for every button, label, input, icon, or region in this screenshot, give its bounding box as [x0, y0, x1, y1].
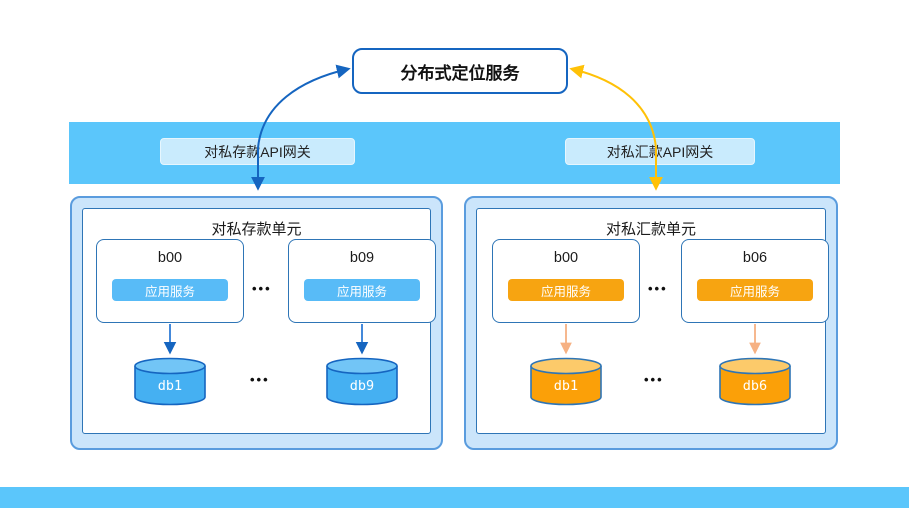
node-name: b00: [157, 250, 183, 266]
app-service-pill: 应用服务: [112, 279, 228, 301]
db-ellipsis: •••: [644, 372, 664, 387]
db-ellipsis: •••: [250, 372, 270, 387]
distributed-locator-service-box: 分布式定位服务: [352, 48, 568, 94]
deposit-unit-container: 对私存款单元: [70, 196, 443, 450]
node-name: b06: [742, 250, 768, 266]
remit-api-gateway-label: 对私汇款API网关: [565, 138, 755, 165]
deposit-node-b00: b00 应用服务: [96, 239, 244, 323]
service-box-label: 分布式定位服务: [400, 63, 520, 83]
remit-node-b06: b06 应用服务: [681, 239, 829, 323]
remit-unit-title: 对私汇款单元: [605, 221, 696, 238]
node-name: b09: [349, 250, 375, 266]
node-ellipsis: •••: [252, 281, 272, 296]
app-service-pill: 应用服务: [304, 279, 420, 301]
app-service-pill: 应用服务: [508, 279, 624, 301]
node-ellipsis: •••: [648, 281, 668, 296]
deposit-node-b09: b09 应用服务: [288, 239, 436, 323]
node-name: b00: [553, 250, 579, 266]
footer-band: [0, 487, 909, 508]
remit-node-b00: b00 应用服务: [492, 239, 640, 323]
app-service-pill: 应用服务: [697, 279, 813, 301]
deposit-unit-title: 对私存款单元: [211, 221, 302, 238]
deposit-api-gateway-label: 对私存款API网关: [160, 138, 355, 165]
remit-unit-container: 对私汇款单元: [464, 196, 838, 450]
